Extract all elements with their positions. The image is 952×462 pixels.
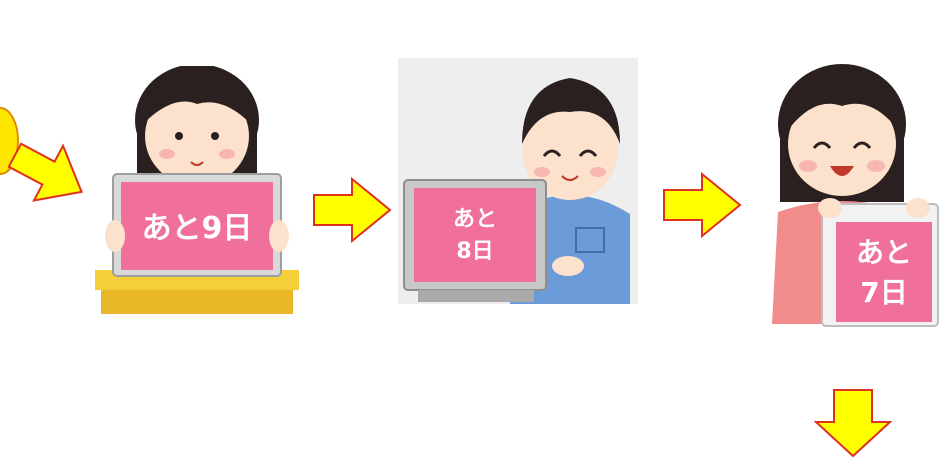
illustration-woman-desk: あと9日 <box>93 66 301 314</box>
right-arrow-icon <box>662 172 742 238</box>
sign-text-3a: あと <box>856 236 912 269</box>
down-arrow-icon <box>814 388 892 458</box>
sign-text-2a: あと <box>453 207 497 232</box>
sign-text-1: あと9日 <box>142 211 253 246</box>
right-arrow-icon <box>8 134 92 208</box>
right-arrow-icon <box>312 177 392 243</box>
illustration-man-monitor: あと 8日 <box>398 58 638 304</box>
sign-text-2b: 8日 <box>456 239 493 264</box>
illustration-girl-sign: あと 7日 <box>768 62 940 330</box>
sign-text-3b: 7日 <box>860 276 907 309</box>
